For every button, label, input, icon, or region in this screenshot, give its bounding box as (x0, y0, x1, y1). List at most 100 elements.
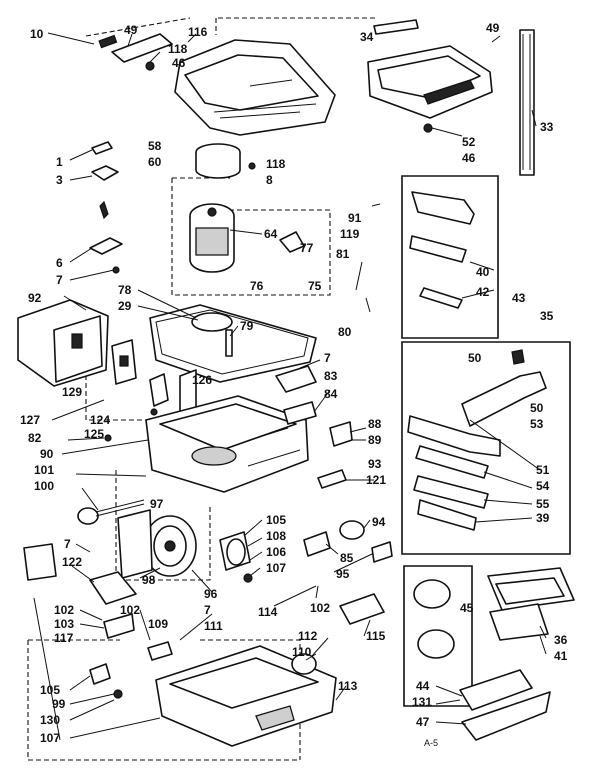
callout-99: 99 (52, 697, 66, 711)
callout-129: 129 (62, 385, 82, 399)
callout-labels: 10 49 116 118 46 34 49 33 52 46 58 60 11… (20, 21, 568, 745)
bracket-parts (104, 339, 197, 442)
base-pan-part (145, 395, 309, 493)
callout-35: 35 (540, 309, 554, 323)
callout-36: 36 (554, 633, 568, 647)
callout-64: 64 (264, 227, 278, 241)
callout-76: 76 (250, 279, 264, 293)
callout-50: 50 (530, 401, 544, 415)
callout-95: 95 (336, 567, 350, 581)
callout-78: 78 (118, 283, 132, 297)
callout-89: 89 (368, 433, 382, 447)
callout-79: 79 (240, 319, 254, 333)
callout-101: 101 (34, 463, 54, 477)
callout-94: 94 (372, 515, 386, 529)
group-line-upper-body (85, 17, 191, 37)
callout-7: 7 (204, 603, 211, 617)
callout-105: 105 (266, 513, 286, 527)
callout-102: 102 (310, 601, 330, 615)
wand-tube-part (519, 29, 535, 176)
callout-122: 122 (62, 555, 82, 569)
accessory-box-powerhead (401, 341, 571, 555)
callout-88: 88 (368, 417, 382, 431)
callout-106: 106 (266, 545, 286, 559)
callout-10: 10 (30, 27, 44, 41)
callout-124: 124 (90, 413, 110, 427)
callout-131: 131 (412, 695, 432, 709)
callout-118: 118 (168, 42, 188, 56)
callout-107: 107 (40, 731, 60, 745)
callout-82: 82 (28, 431, 42, 445)
brushroll-drive-part (77, 499, 197, 579)
callout-29: 29 (118, 299, 132, 313)
leader-lines (33, 32, 547, 741)
motor-assembly-part (189, 143, 305, 273)
callout-93: 93 (368, 457, 382, 471)
group-line-top (215, 17, 375, 35)
accessory-box-tools (401, 175, 499, 339)
callout-52: 52 (462, 135, 476, 149)
callout-80: 80 (338, 325, 352, 339)
handle-frame-part (149, 304, 317, 383)
callout-40: 40 (476, 265, 490, 279)
filter-cover-part (367, 19, 493, 133)
callout-126: 126 (192, 373, 212, 387)
callout-113: 113 (338, 679, 358, 693)
callout-103: 103 (54, 617, 74, 631)
bag-housing-part (17, 299, 109, 387)
callout-51: 51 (536, 463, 550, 477)
callout-53: 53 (530, 417, 544, 431)
callout-60: 60 (148, 155, 162, 169)
callout-102: 102 (54, 603, 74, 617)
callout-109: 109 (148, 617, 168, 631)
callout-117: 117 (54, 631, 74, 645)
callout-42: 42 (476, 285, 490, 299)
callout-50: 50 (468, 351, 482, 365)
callout-96: 96 (204, 587, 218, 601)
callout-39: 39 (536, 511, 550, 525)
switch-parts (89, 141, 123, 274)
callout-90: 90 (40, 447, 54, 461)
callout-102: 102 (120, 603, 140, 617)
callout-85: 85 (340, 551, 354, 565)
callout-100: 100 (34, 479, 54, 493)
callout-46: 46 (172, 56, 186, 70)
callout-41: 41 (554, 649, 568, 663)
callout-119: 119 (340, 227, 360, 241)
callout-58: 58 (148, 139, 162, 153)
drawing-code: A-5 (424, 738, 438, 748)
callout-108: 108 (266, 529, 286, 543)
lower-left-parts (23, 543, 173, 699)
callout-84: 84 (324, 387, 338, 401)
handle-housing-part (98, 33, 336, 136)
callout-111: 111 (204, 619, 223, 633)
callout-98: 98 (142, 573, 156, 587)
callout-83: 83 (324, 369, 338, 383)
callout-1: 1 (56, 155, 63, 169)
callout-127: 127 (20, 413, 40, 427)
callout-45: 45 (460, 601, 474, 615)
callout-49: 49 (486, 21, 500, 35)
callout-3: 3 (56, 173, 63, 187)
group-line-lower (27, 639, 300, 761)
callout-8: 8 (266, 173, 273, 187)
callout-110: 110 (292, 645, 312, 659)
lower-housing-part (155, 645, 337, 747)
callout-130: 130 (40, 713, 60, 727)
callout-49: 49 (124, 23, 138, 37)
callout-46: 46 (462, 151, 476, 165)
brush-tool-part (409, 235, 467, 309)
powerhead-part (407, 349, 547, 531)
callout-92: 92 (28, 291, 42, 305)
callout-7: 7 (56, 273, 63, 287)
callout-115: 115 (366, 629, 386, 643)
callout-112: 112 (298, 629, 318, 643)
crevice-tool-part (411, 191, 475, 225)
group-line-mid-left (115, 470, 211, 581)
latch-parts (275, 365, 353, 489)
callout-91: 91 (348, 211, 362, 225)
callout-7: 7 (324, 351, 331, 365)
callout-55: 55 (536, 497, 550, 511)
wheel-part (219, 531, 253, 583)
